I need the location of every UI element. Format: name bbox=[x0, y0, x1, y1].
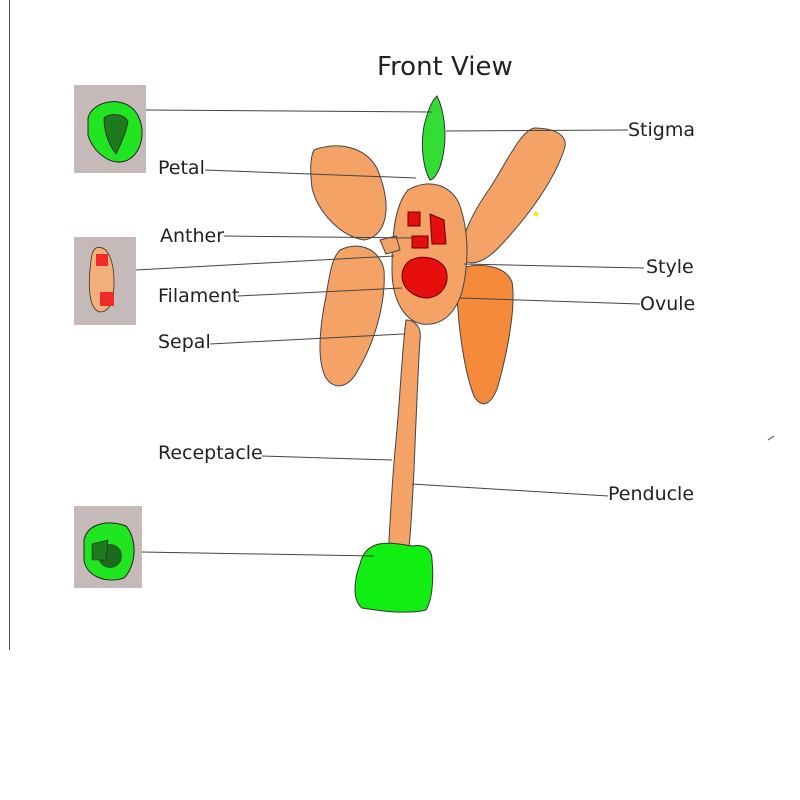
flower-center bbox=[391, 183, 468, 325]
leader-stigma bbox=[445, 129, 629, 132]
label-penducle: Penducle bbox=[608, 483, 695, 505]
petal-lower-left bbox=[319, 245, 385, 387]
leader-penducle bbox=[411, 483, 609, 497]
anther-top bbox=[407, 211, 421, 227]
anther-middle bbox=[411, 235, 429, 249]
leader-bud bbox=[145, 109, 433, 113]
leader-petal bbox=[204, 169, 417, 179]
section-red-bottom bbox=[100, 292, 114, 306]
leader-receptacle bbox=[261, 455, 393, 461]
label-receptacle: Receptacle bbox=[158, 442, 263, 464]
leader-ovule bbox=[459, 297, 641, 305]
label-sepal: Sepal bbox=[158, 331, 211, 353]
flower-base bbox=[354, 542, 434, 613]
leader-sepal bbox=[209, 333, 405, 345]
label-stigma: Stigma bbox=[628, 119, 696, 141]
filament-tab bbox=[379, 235, 401, 255]
section-red-top bbox=[96, 254, 108, 266]
leader-style bbox=[463, 263, 645, 269]
leader-base bbox=[141, 551, 375, 557]
ovary-shape bbox=[401, 256, 448, 299]
left-border-line bbox=[9, 0, 10, 650]
petal-upper-left bbox=[310, 145, 387, 241]
leader-filament bbox=[237, 287, 403, 297]
stray-mark bbox=[767, 435, 775, 441]
label-anther: Anther bbox=[160, 225, 225, 247]
stigma-shape bbox=[421, 95, 446, 181]
peduncle-stem bbox=[387, 319, 421, 561]
petal-upper-right bbox=[460, 127, 566, 264]
leader-section bbox=[135, 255, 395, 271]
label-ovule: Ovule bbox=[640, 293, 696, 315]
label-filament: Filament bbox=[158, 285, 240, 307]
anther-right bbox=[429, 213, 447, 245]
bud-inner-shape bbox=[103, 114, 129, 155]
label-style: Style bbox=[646, 256, 694, 278]
diagram-title: Front View bbox=[377, 52, 513, 82]
leader-anther bbox=[223, 235, 413, 239]
label-petal: Petal bbox=[158, 157, 205, 179]
leader-lines bbox=[135, 109, 645, 557]
yellow-dot bbox=[533, 211, 539, 217]
petal-lower-right bbox=[456, 264, 514, 405]
base-inner-block bbox=[91, 539, 109, 561]
